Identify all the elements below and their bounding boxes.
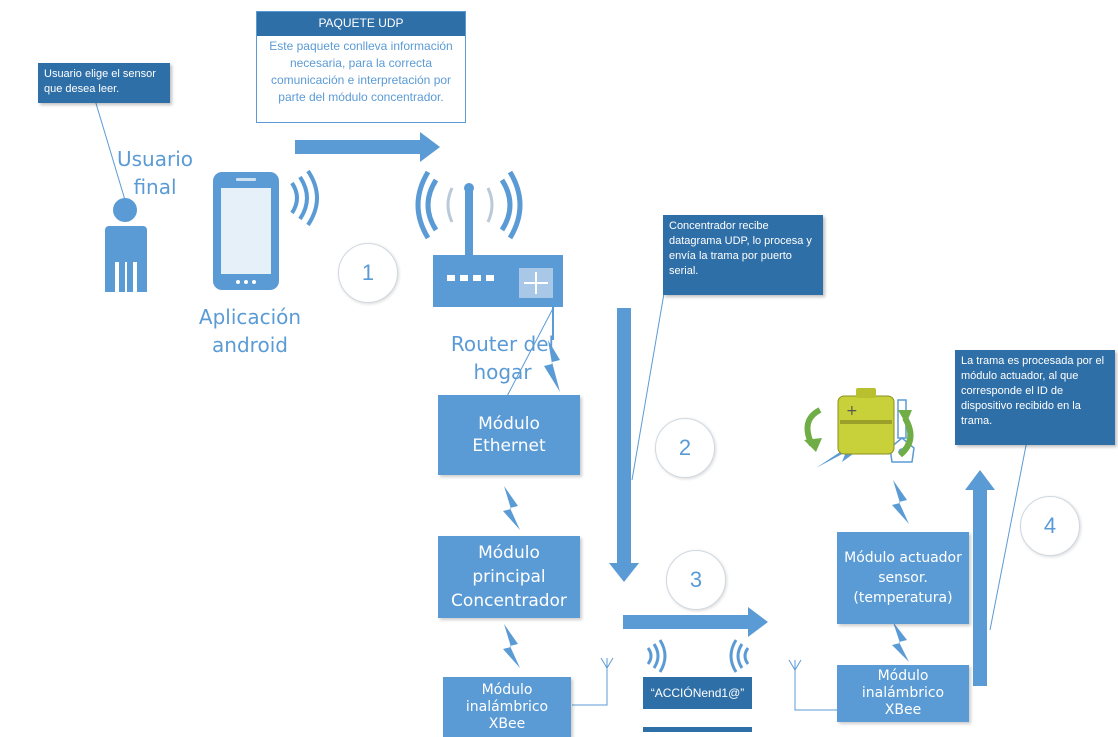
wireless-signal-icon <box>290 169 319 227</box>
smartphone-icon <box>213 172 279 290</box>
module-actuator: Módulo actuador sensor. (temperatura) <box>837 532 969 624</box>
lightning-icon <box>892 480 909 524</box>
module-ethernet-label: Módulo Ethernet <box>472 414 546 456</box>
battery-icon: + <box>804 388 914 458</box>
module-xbee-right: Módulo inalámbrico XBee <box>837 665 969 722</box>
callout-line-user <box>94 99 126 201</box>
lightning-icon <box>544 340 560 392</box>
lightning-icon <box>503 486 520 530</box>
antenna-icon <box>572 657 614 706</box>
label-app: Aplicación android <box>198 305 302 357</box>
note-actuator: La trama es procesada por el módulo actu… <box>955 350 1115 445</box>
arrow-right-top <box>295 132 440 162</box>
lightning-icon <box>892 622 909 662</box>
module-principal: Módulo principal Concentrador <box>438 536 580 618</box>
note-user-choice-text: Usuario elige el sensor que desea leer. <box>44 68 156 95</box>
step-2: 2 <box>655 418 715 478</box>
note-user-choice: Usuario elige el sensor que desea leer. <box>38 63 170 103</box>
arrow-right-middle <box>623 607 768 637</box>
frame-label-text: “ACCIÓNend1@” <box>650 686 745 700</box>
user-icon <box>105 198 147 292</box>
module-ethernet: Módulo Ethernet <box>438 395 580 475</box>
module-xbee-left-label: Módulo inalámbrico XBee <box>465 681 549 732</box>
note-concentrator: Concentrador recibe datagrama UDP, lo pr… <box>663 215 823 295</box>
lightning-icon <box>503 624 520 668</box>
callout-line-actuator <box>989 424 1031 631</box>
label-router: Router del hogar <box>450 332 555 384</box>
antenna-icon <box>788 659 838 711</box>
wireless-signal-icon <box>646 639 667 673</box>
callout-line-concentrator <box>631 269 669 481</box>
partial-bar <box>643 727 752 732</box>
step-4: 4 <box>1020 496 1080 556</box>
wireless-signal-icon <box>729 639 750 673</box>
udp-packet-title: PAQUETE UDP <box>257 12 465 36</box>
note-actuator-text: La trama es procesada por el módulo actu… <box>961 355 1105 427</box>
frame-label: “ACCIÓNend1@” <box>643 677 752 709</box>
note-concentrator-text: Concentrador recibe datagrama UDP, lo pr… <box>669 220 812 277</box>
label-user: Usuario final <box>116 147 193 199</box>
step-1: 1 <box>338 243 398 303</box>
router-icon <box>415 170 563 307</box>
svg-text:+: + <box>846 403 858 419</box>
udp-packet-body: Este paquete conlleva información necesa… <box>269 39 453 104</box>
udp-packet-card: PAQUETE UDP Este paquete conlleva inform… <box>256 11 466 123</box>
arrow-down <box>609 308 639 582</box>
callout-line-router <box>504 294 561 401</box>
arrow-up <box>965 470 995 686</box>
module-principal-label: Módulo principal Concentrador <box>451 543 567 611</box>
module-xbee-right-label: Módulo inalámbrico XBee <box>861 668 945 718</box>
module-xbee-left: Módulo inalámbrico XBee <box>443 677 571 737</box>
step-3: 3 <box>666 550 726 610</box>
module-actuator-label: Módulo actuador sensor. (temperatura) <box>844 550 962 606</box>
